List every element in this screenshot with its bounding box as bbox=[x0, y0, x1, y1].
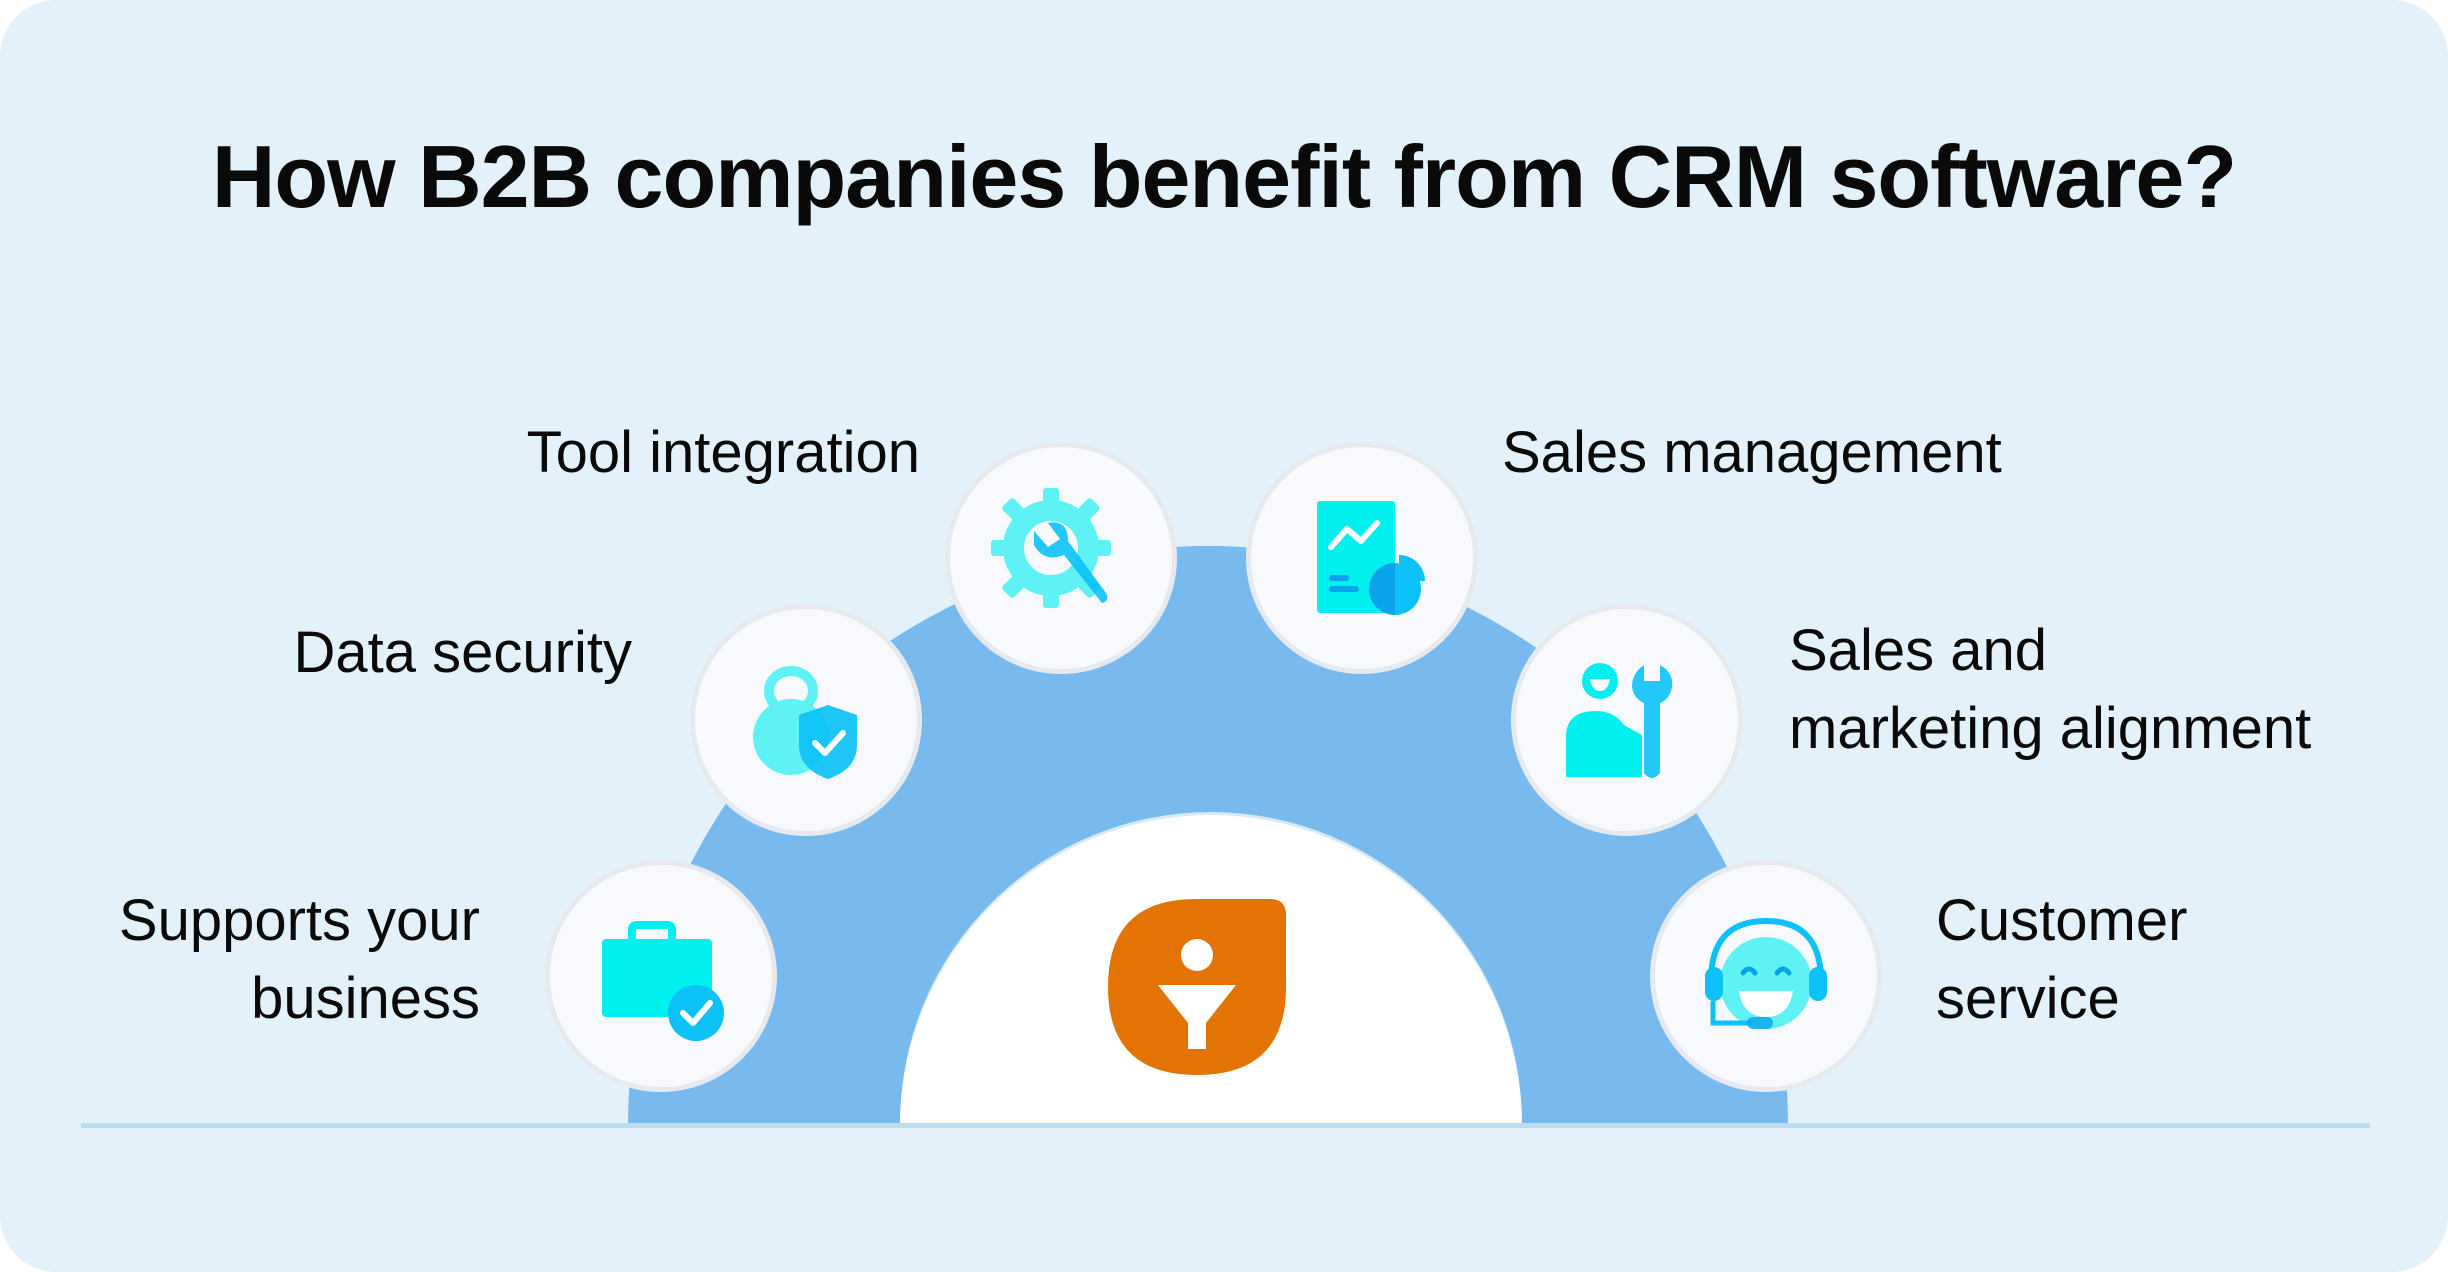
label-line: Sales and bbox=[1789, 618, 2047, 683]
sales-report-chart-icon bbox=[1317, 501, 1425, 615]
label-line: Data security bbox=[293, 620, 632, 685]
gear-wrench-icon bbox=[991, 488, 1111, 608]
label-sales-marketing-alignment: Sales and marketing alignment bbox=[1789, 612, 2409, 768]
label-line: Supports your bbox=[118, 888, 480, 953]
lock-shield-icon bbox=[753, 666, 857, 779]
label-sales-management: Sales management bbox=[1502, 414, 2202, 492]
node-supports-business bbox=[545, 860, 777, 1092]
label-data-security: Data security bbox=[130, 614, 632, 692]
person-wrench-icon bbox=[1566, 663, 1673, 778]
label-line: Tool integration bbox=[526, 420, 920, 485]
node-data-security bbox=[690, 604, 922, 836]
label-line: Customer bbox=[1936, 888, 2188, 953]
label-line: business bbox=[251, 966, 480, 1031]
node-sales-marketing-alignment bbox=[1511, 604, 1743, 836]
node-tool-integration bbox=[945, 442, 1177, 674]
node-sales-management bbox=[1246, 442, 1478, 674]
label-supports-business: Supports your business bbox=[60, 882, 480, 1038]
label-tool-integration: Tool integration bbox=[420, 414, 920, 492]
headset-smiley-icon bbox=[1705, 917, 1827, 1029]
crm-funnel-logo-icon bbox=[1108, 899, 1286, 1075]
baseline-divider bbox=[81, 1123, 2370, 1128]
label-line: marketing alignment bbox=[1789, 696, 2312, 761]
label-customer-service: Customer service bbox=[1936, 882, 2356, 1038]
label-line: service bbox=[1936, 966, 2120, 1031]
page-title: How B2B companies benefit from CRM softw… bbox=[211, 127, 2237, 226]
node-customer-service bbox=[1650, 860, 1882, 1092]
briefcase-check-icon bbox=[602, 921, 724, 1041]
label-line: Sales management bbox=[1502, 420, 2002, 485]
